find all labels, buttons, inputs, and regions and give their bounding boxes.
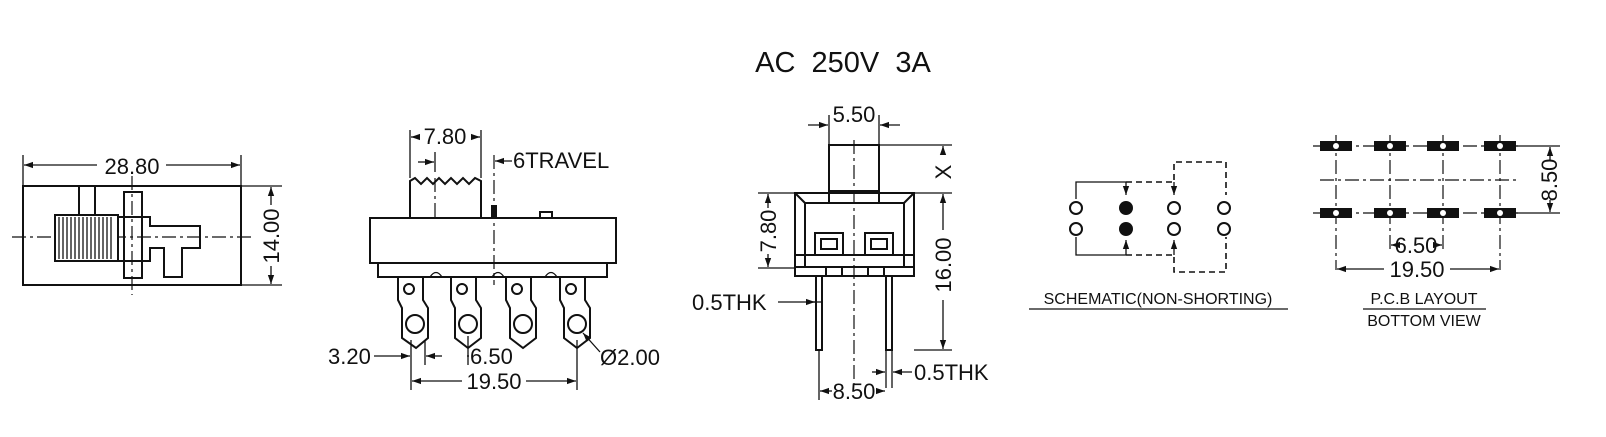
side-pitch-label: 6.50 xyxy=(470,344,513,369)
end-pin-spacing-label: 8.50 xyxy=(833,379,876,404)
pcb-layout-label: P.C.B LAYOUT xyxy=(1371,291,1478,308)
side-view: 7.80 6TRAVEL 3.20 6.50 19.50 Ø2.00 xyxy=(328,124,660,394)
top-length-label: 28.80 xyxy=(104,154,159,179)
schematic: SCHEMATIC(NON-SHORTING) xyxy=(1029,161,1288,310)
side-span-label: 19.50 xyxy=(466,369,521,394)
thickness-bottom-label: 0.5THK xyxy=(914,360,989,385)
end-view: 5.50 X 16.00 7.80 0.5THK 0.5THK 8.50 xyxy=(692,102,989,404)
pin-offset-label: 3.20 xyxy=(328,344,371,369)
pcb-row-spacing-label: 8.50 xyxy=(1537,159,1562,202)
pcb-pitch-label: 6.50 xyxy=(1395,233,1438,258)
hole-diameter-label: Ø2.00 xyxy=(600,345,660,370)
schematic-label: SCHEMATIC(NON-SHORTING) xyxy=(1044,291,1273,308)
body-height-label: 16.00 xyxy=(931,237,956,292)
end-actuator-width-label: 5.50 xyxy=(833,102,876,127)
pcb-layout: 8.50 6.50 19.50 P.C.B LAYOUT BOTTOM VIEW xyxy=(1313,135,1562,330)
top-view: 28.80 14.00 xyxy=(12,154,284,295)
bottom-view-label: BOTTOM VIEW xyxy=(1367,313,1481,330)
knob-height-label: X xyxy=(931,164,956,179)
side-actuator-width-label: 7.80 xyxy=(424,124,467,149)
rating-title: AC 250V 3A xyxy=(755,47,931,79)
pcb-span-label: 19.50 xyxy=(1389,257,1444,282)
thickness-top-label: 0.5THK xyxy=(692,290,767,315)
end-actuator-height-label: 7.80 xyxy=(756,210,781,253)
travel-label: 6TRAVEL xyxy=(513,148,609,173)
top-height-label: 14.00 xyxy=(259,208,284,263)
